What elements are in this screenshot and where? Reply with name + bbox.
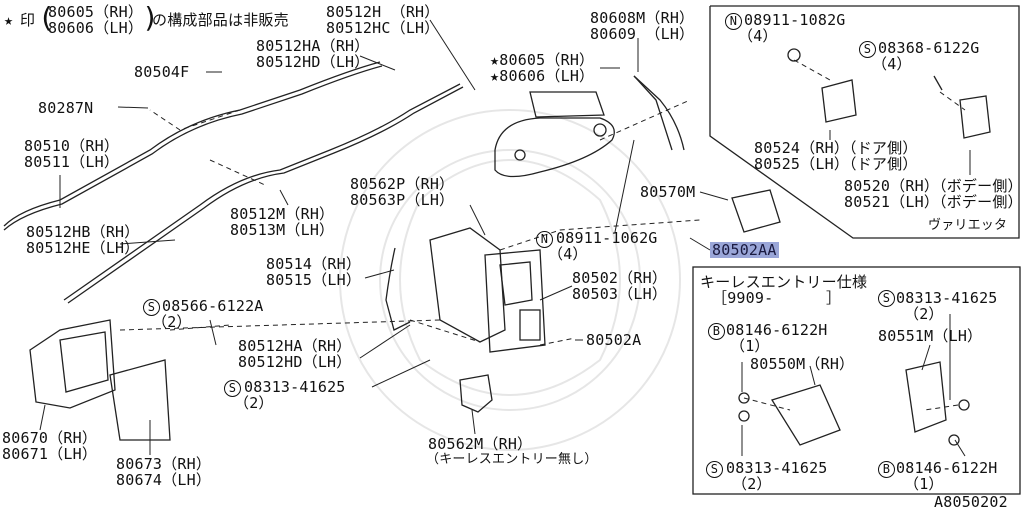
label-80562m: 80562M（RH）	[428, 435, 533, 453]
label-08566-qty: （2）	[152, 313, 192, 331]
label-08911-mid-qty: （4）	[548, 245, 588, 263]
inset-bottom-title: キーレスエントリー仕様	[700, 273, 868, 291]
label-80520: 80520（RH）（ボデー側）	[844, 177, 1023, 195]
label-80503: 80503（LH）	[572, 285, 668, 303]
n-symbol-08911-mid: N	[536, 231, 553, 248]
label-80674: 80674（LH）	[116, 471, 212, 489]
inset-bottom-s2-label: 08313-41625	[896, 289, 998, 307]
inset-top-box	[709, 5, 1020, 239]
note-bracket-close: )	[142, 1, 160, 34]
label-80521: 80521（LH）（ボデー側）	[844, 193, 1023, 211]
rod-80514	[385, 247, 411, 331]
label-08911-mid: 08911-1062G	[556, 229, 658, 247]
label-80570m: 80570M	[640, 183, 696, 201]
label-08313-left-qty: （2）	[234, 394, 274, 412]
inset-bottom-parts	[738, 361, 970, 446]
inset-top-s-qty: （4）	[872, 55, 912, 73]
label-80512hd-bot: 80512HD（LH）	[238, 353, 352, 371]
latch-shape	[429, 227, 546, 353]
inset-top-parts	[787, 48, 991, 139]
label-80502aa[interactable]: 80502AA	[710, 241, 779, 259]
note-bracket-open: (	[38, 1, 56, 34]
note-line1: 80605（RH）	[48, 3, 144, 21]
inner-handle-shape	[29, 319, 171, 441]
label-80502a-mid: 80502A	[586, 331, 642, 349]
bracket-80562m	[459, 374, 493, 413]
inset-top-n-qty: （4）	[738, 27, 778, 45]
label-80512hb: 80512HB（RH）	[26, 223, 140, 241]
inset-bottom-s2-qty: （2）	[904, 305, 944, 323]
label-80512he: 80512HE（LH）	[26, 239, 140, 257]
label-80512m: 80512M（RH）	[230, 205, 335, 223]
inset-bottom-b1-qty: （1）	[730, 337, 770, 355]
inset-bottom-b1-label: 08146-6122H	[726, 321, 828, 339]
note-prefix: 印	[20, 11, 36, 29]
label-08313-left: 08313-41625	[244, 378, 346, 396]
rod-80510	[3, 61, 381, 227]
inset-bottom-range-end: ］	[826, 289, 842, 307]
label-80515: 80515（LH）	[266, 271, 362, 289]
label-80512ha-bot: 80512HA（RH）	[238, 337, 352, 355]
label-80563p: 80563P（LH）	[350, 191, 455, 209]
label-80551m: 80551M（LH）	[878, 327, 983, 345]
link-rod	[633, 75, 673, 151]
inset-top-s-label: 08368-6122G	[878, 39, 980, 57]
inset-bottom-b2-label: 08146-6122H	[896, 459, 998, 477]
label-80673: 80673（RH）	[116, 455, 212, 473]
label-80524: 80524（RH）（ドア側）	[754, 139, 918, 157]
label-80510: 80510（RH）	[24, 137, 120, 155]
label-80512hd-top: 80512HD（LH）	[256, 53, 370, 71]
diagram-code: A8050202	[934, 493, 1008, 511]
label-80609: 80609 （LH）	[590, 25, 695, 43]
label-80606: ★80606（LH）	[490, 67, 595, 85]
label-80671: 80671（LH）	[2, 445, 98, 463]
s-symbol-08368: S	[859, 41, 876, 58]
label-80512hc: 80512HC（LH）	[326, 19, 440, 37]
s-symbol-08313-inset1: S	[706, 461, 723, 478]
b-symbol-08146-1: B	[708, 323, 725, 340]
label-80514: 80514（RH）	[266, 255, 362, 273]
b-symbol-08146-2: B	[878, 461, 895, 478]
inset-bottom-b2-qty: （1）	[904, 475, 944, 493]
label-80504f: 80504F	[134, 63, 190, 81]
n-symbol-08911-inset: N	[725, 13, 742, 30]
s-symbol-08566: S	[143, 299, 160, 316]
inset-bottom-s1-label: 08313-41625	[726, 459, 828, 477]
inset-top-n-label: 08911-1082G	[744, 11, 846, 29]
outer-handle-shape	[494, 91, 615, 178]
label-08566: 08566-6122A	[162, 297, 264, 315]
label-80605: ★80605（RH）	[490, 51, 595, 69]
label-80512ha-top: 80512HA（RH）	[256, 37, 370, 55]
label-80513m: 80513M（LH）	[230, 221, 335, 239]
label-80525: 80525（LH）（ドア側）	[754, 155, 918, 173]
label-80670: 80670（RH）	[2, 429, 98, 447]
striker-80570m	[731, 189, 781, 233]
inset-bottom-s1-qty: （2）	[732, 475, 772, 493]
note-star: ★	[4, 11, 14, 29]
inset-top-variant: ヴァリエッタ	[928, 218, 1008, 233]
label-80287n: 80287N	[38, 99, 94, 117]
label-80550m: 80550M（RH）	[750, 355, 855, 373]
s-symbol-08313-inset2: S	[878, 290, 895, 307]
label-80511: 80511（LH）	[24, 153, 120, 171]
watermark	[339, 109, 681, 451]
label-80608m: 80608M（RH）	[590, 9, 695, 27]
note-suffix: の構成部品は非販売	[152, 11, 289, 29]
s-symbol-08313-left: S	[224, 380, 241, 397]
label-80562m-note: （キーレスエントリー無し）	[426, 452, 598, 467]
label-80562p: 80562P（RH）	[350, 175, 455, 193]
inset-bottom-range-start: ［9909-	[712, 289, 774, 307]
note-line2: 80606（LH）	[48, 19, 144, 37]
inset-bottom-box	[692, 266, 1021, 495]
label-80512h: 80512H （RH）	[326, 3, 440, 21]
label-80502: 80502（RH）	[572, 269, 668, 287]
rod-80512m	[63, 83, 461, 301]
